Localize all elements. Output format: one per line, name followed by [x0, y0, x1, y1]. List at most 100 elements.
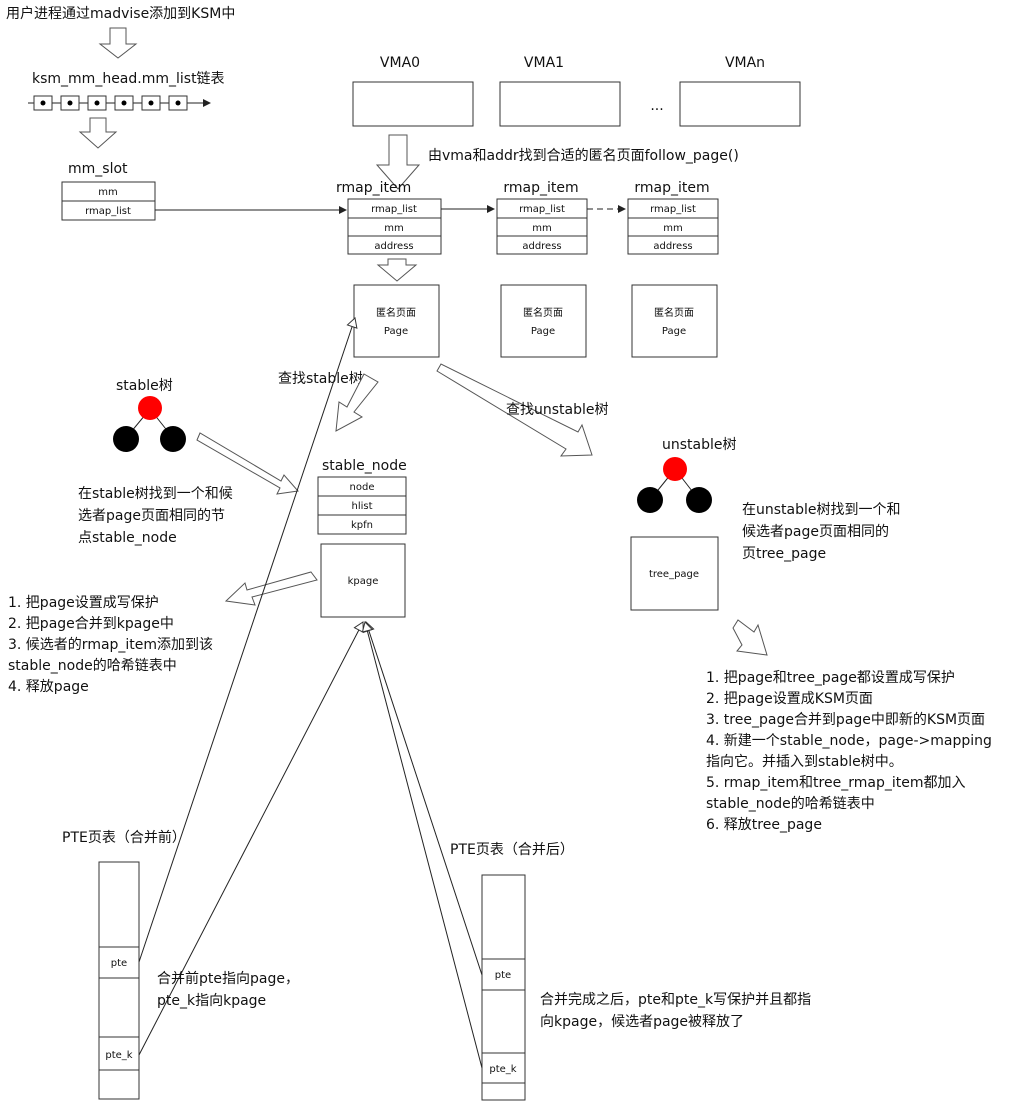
rmap-item-0-field-address: address	[374, 241, 413, 252]
kpage-box	[320, 543, 406, 618]
tree-page-label: tree_page	[649, 569, 699, 580]
stable-step-1: 1. 把page设置成写保护	[8, 595, 159, 611]
vma-ellipsis: ...	[650, 98, 663, 114]
unstable-found-line-3: 页tree_page	[742, 546, 826, 562]
stable-tree-title: stable树	[116, 378, 173, 394]
stable-node-field-hlist: hlist	[351, 501, 372, 512]
down-arrow-follow-page	[375, 134, 421, 190]
search-unstable-arrow	[436, 363, 593, 457]
mm-list-node-dot	[121, 100, 127, 106]
down-arrow-mm-slot	[78, 117, 118, 149]
rmap-item-2: rmap_list mm address	[627, 198, 719, 255]
rmap-item-1-title: rmap_item	[503, 180, 578, 196]
stable-found-line-2: 选者page页面相同的节	[78, 508, 225, 524]
search-stable-arrow	[335, 373, 379, 432]
mm-slot-title: mm_slot	[68, 161, 128, 177]
unstable-step-2: 2. 把page设置成KSM页面	[706, 691, 873, 707]
kpage-to-steps-arrow	[224, 571, 318, 606]
vma0-label: VMA0	[380, 55, 420, 71]
follow-page-note: 由vma和addr找到合适的匿名页面follow_page()	[428, 148, 739, 164]
pte-before-label: pte	[111, 958, 127, 969]
anon-page-1-line1: 匿名页面	[523, 306, 563, 319]
rmap-item-1-field-address: address	[522, 241, 561, 252]
rmap-item-0-title: rmap_item	[336, 180, 411, 196]
kpage-label: kpage	[348, 576, 379, 587]
unstable-step-5: 5. rmap_item和tree_rmap_item都加入	[706, 775, 965, 791]
rmap-item-1: rmap_list mm address	[496, 198, 588, 255]
unstable-step-6: 6. 释放tree_page	[706, 817, 822, 833]
vma1-label: VMA1	[524, 55, 564, 71]
stable-found-text: 在stable树找到一个和候 选者page页面相同的节 点stable_node	[78, 486, 237, 546]
rmap-item-0-field-mm: mm	[384, 223, 403, 234]
rmap-item-1-field-mm: mm	[532, 223, 551, 234]
vman-label: VMAn	[725, 55, 765, 71]
stable-step-3-cont: stable_node的哈希链表中	[8, 658, 177, 674]
after-note: 合并完成之后，pte和pte_k写保护并且都指 向kpage，候选者page被释…	[540, 992, 816, 1030]
pte-k-after-to-kpage-pointer	[361, 621, 483, 1069]
stable-step-4: 4. 释放page	[8, 679, 89, 695]
anon-page-1: 匿名页面 Page	[500, 284, 587, 358]
anon-page-2: 匿名页面 Page	[631, 284, 718, 358]
mm-list-node-dot	[94, 100, 100, 106]
vma1-box	[499, 81, 621, 127]
unstable-tree-icon	[637, 457, 712, 513]
down-arrow-to-page	[376, 258, 418, 282]
vma0-box	[352, 81, 474, 127]
rmap-item-0-field-rmap-list: rmap_list	[371, 204, 417, 215]
stable-found-line-3: 点stable_node	[78, 530, 177, 546]
pte-k-after-label: pte_k	[489, 1064, 516, 1075]
unstable-step-3: 3. tree_page合并到page中即新的KSM页面	[706, 712, 985, 728]
vman-box	[679, 81, 801, 127]
pte-table-before: pte pte_k	[98, 861, 140, 1100]
anon-page-2-line2: Page	[662, 326, 686, 337]
mm-list-title: ksm_mm_head.mm_list链表	[32, 71, 225, 87]
pte-before-entry-pte-k	[98, 1036, 140, 1071]
stable-step-3: 3. 候选者的rmap_item添加到该	[8, 637, 213, 653]
anon-page-1-line2: Page	[531, 326, 555, 337]
pte-after-title: PTE页表（合并后）	[450, 842, 574, 858]
tree-page-box	[630, 536, 719, 611]
down-arrow-intro	[98, 27, 138, 59]
pte-after-to-kpage-pointer	[363, 621, 483, 976]
stable-node-title: stable_node	[322, 458, 407, 474]
mm-slot-struct: mm rmap_list	[61, 181, 156, 221]
unstable-step-5-cont: stable_node的哈希链表中	[706, 796, 875, 812]
search-stable-label: 查找stable树	[278, 371, 363, 387]
rmap-item-0: rmap_list mm address	[347, 198, 442, 255]
unstable-step-1: 1. 把page和tree_page都设置成写保护	[706, 670, 955, 686]
pte-before-entry-pte	[98, 946, 140, 979]
unstable-found-text: 在unstable树找到一个和 候选者page页面相同的 页tree_page	[742, 502, 905, 562]
stable-steps-list: 1. 把page设置成写保护 2. 把page合并到kpage中 3. 候选者的…	[8, 595, 218, 695]
before-note-line-1: 合并前pte指向page，	[157, 970, 299, 987]
rmap-item-2-field-mm: mm	[663, 223, 682, 234]
stable-tree-to-node-arrow	[196, 432, 299, 495]
pte-k-before-label: pte_k	[105, 1050, 132, 1061]
after-note-line-2: 向kpage，候选者page被释放了	[540, 1014, 744, 1030]
stable-node-field-node: node	[350, 482, 375, 493]
stable-step-2: 2. 把page合并到kpage中	[8, 616, 174, 632]
mm-slot-field-mm-label: mm	[98, 187, 117, 198]
unstable-step-4: 4. 新建一个stable_node，page->mapping	[706, 733, 992, 749]
stable-tree-root-node	[138, 396, 162, 420]
pte-before-title: PTE页表（合并前）	[62, 829, 186, 846]
unstable-found-line-1: 在unstable树找到一个和	[742, 502, 901, 518]
mm-list-chain	[28, 95, 211, 111]
rmap-item-2-field-address: address	[653, 241, 692, 252]
rmap-item-2-title: rmap_item	[634, 180, 709, 196]
rmap-item-1-field-rmap-list: rmap_list	[519, 204, 565, 215]
unstable-tree-left-node	[637, 487, 663, 513]
unstable-tree-right-node	[686, 487, 712, 513]
stable-tree-right-node	[160, 426, 186, 452]
anon-page-0-line1: 匿名页面	[376, 306, 416, 319]
unstable-tree-title: unstable树	[662, 437, 737, 453]
before-note-line-2: pte_k指向kpage	[157, 993, 266, 1009]
mm-list-node-dot	[148, 100, 154, 106]
tree-page-to-steps-arrow	[732, 619, 768, 656]
mm-slot-field-rmap-list-label: rmap_list	[85, 206, 131, 217]
pte-after-entry-pte-k	[481, 1052, 526, 1084]
pte-k-before-to-kpage-pointer	[138, 621, 364, 1056]
unstable-tree-root-node	[663, 457, 687, 481]
anon-page-0-line2: Page	[384, 326, 408, 337]
pte-table-after: pte pte_k	[481, 874, 526, 1101]
